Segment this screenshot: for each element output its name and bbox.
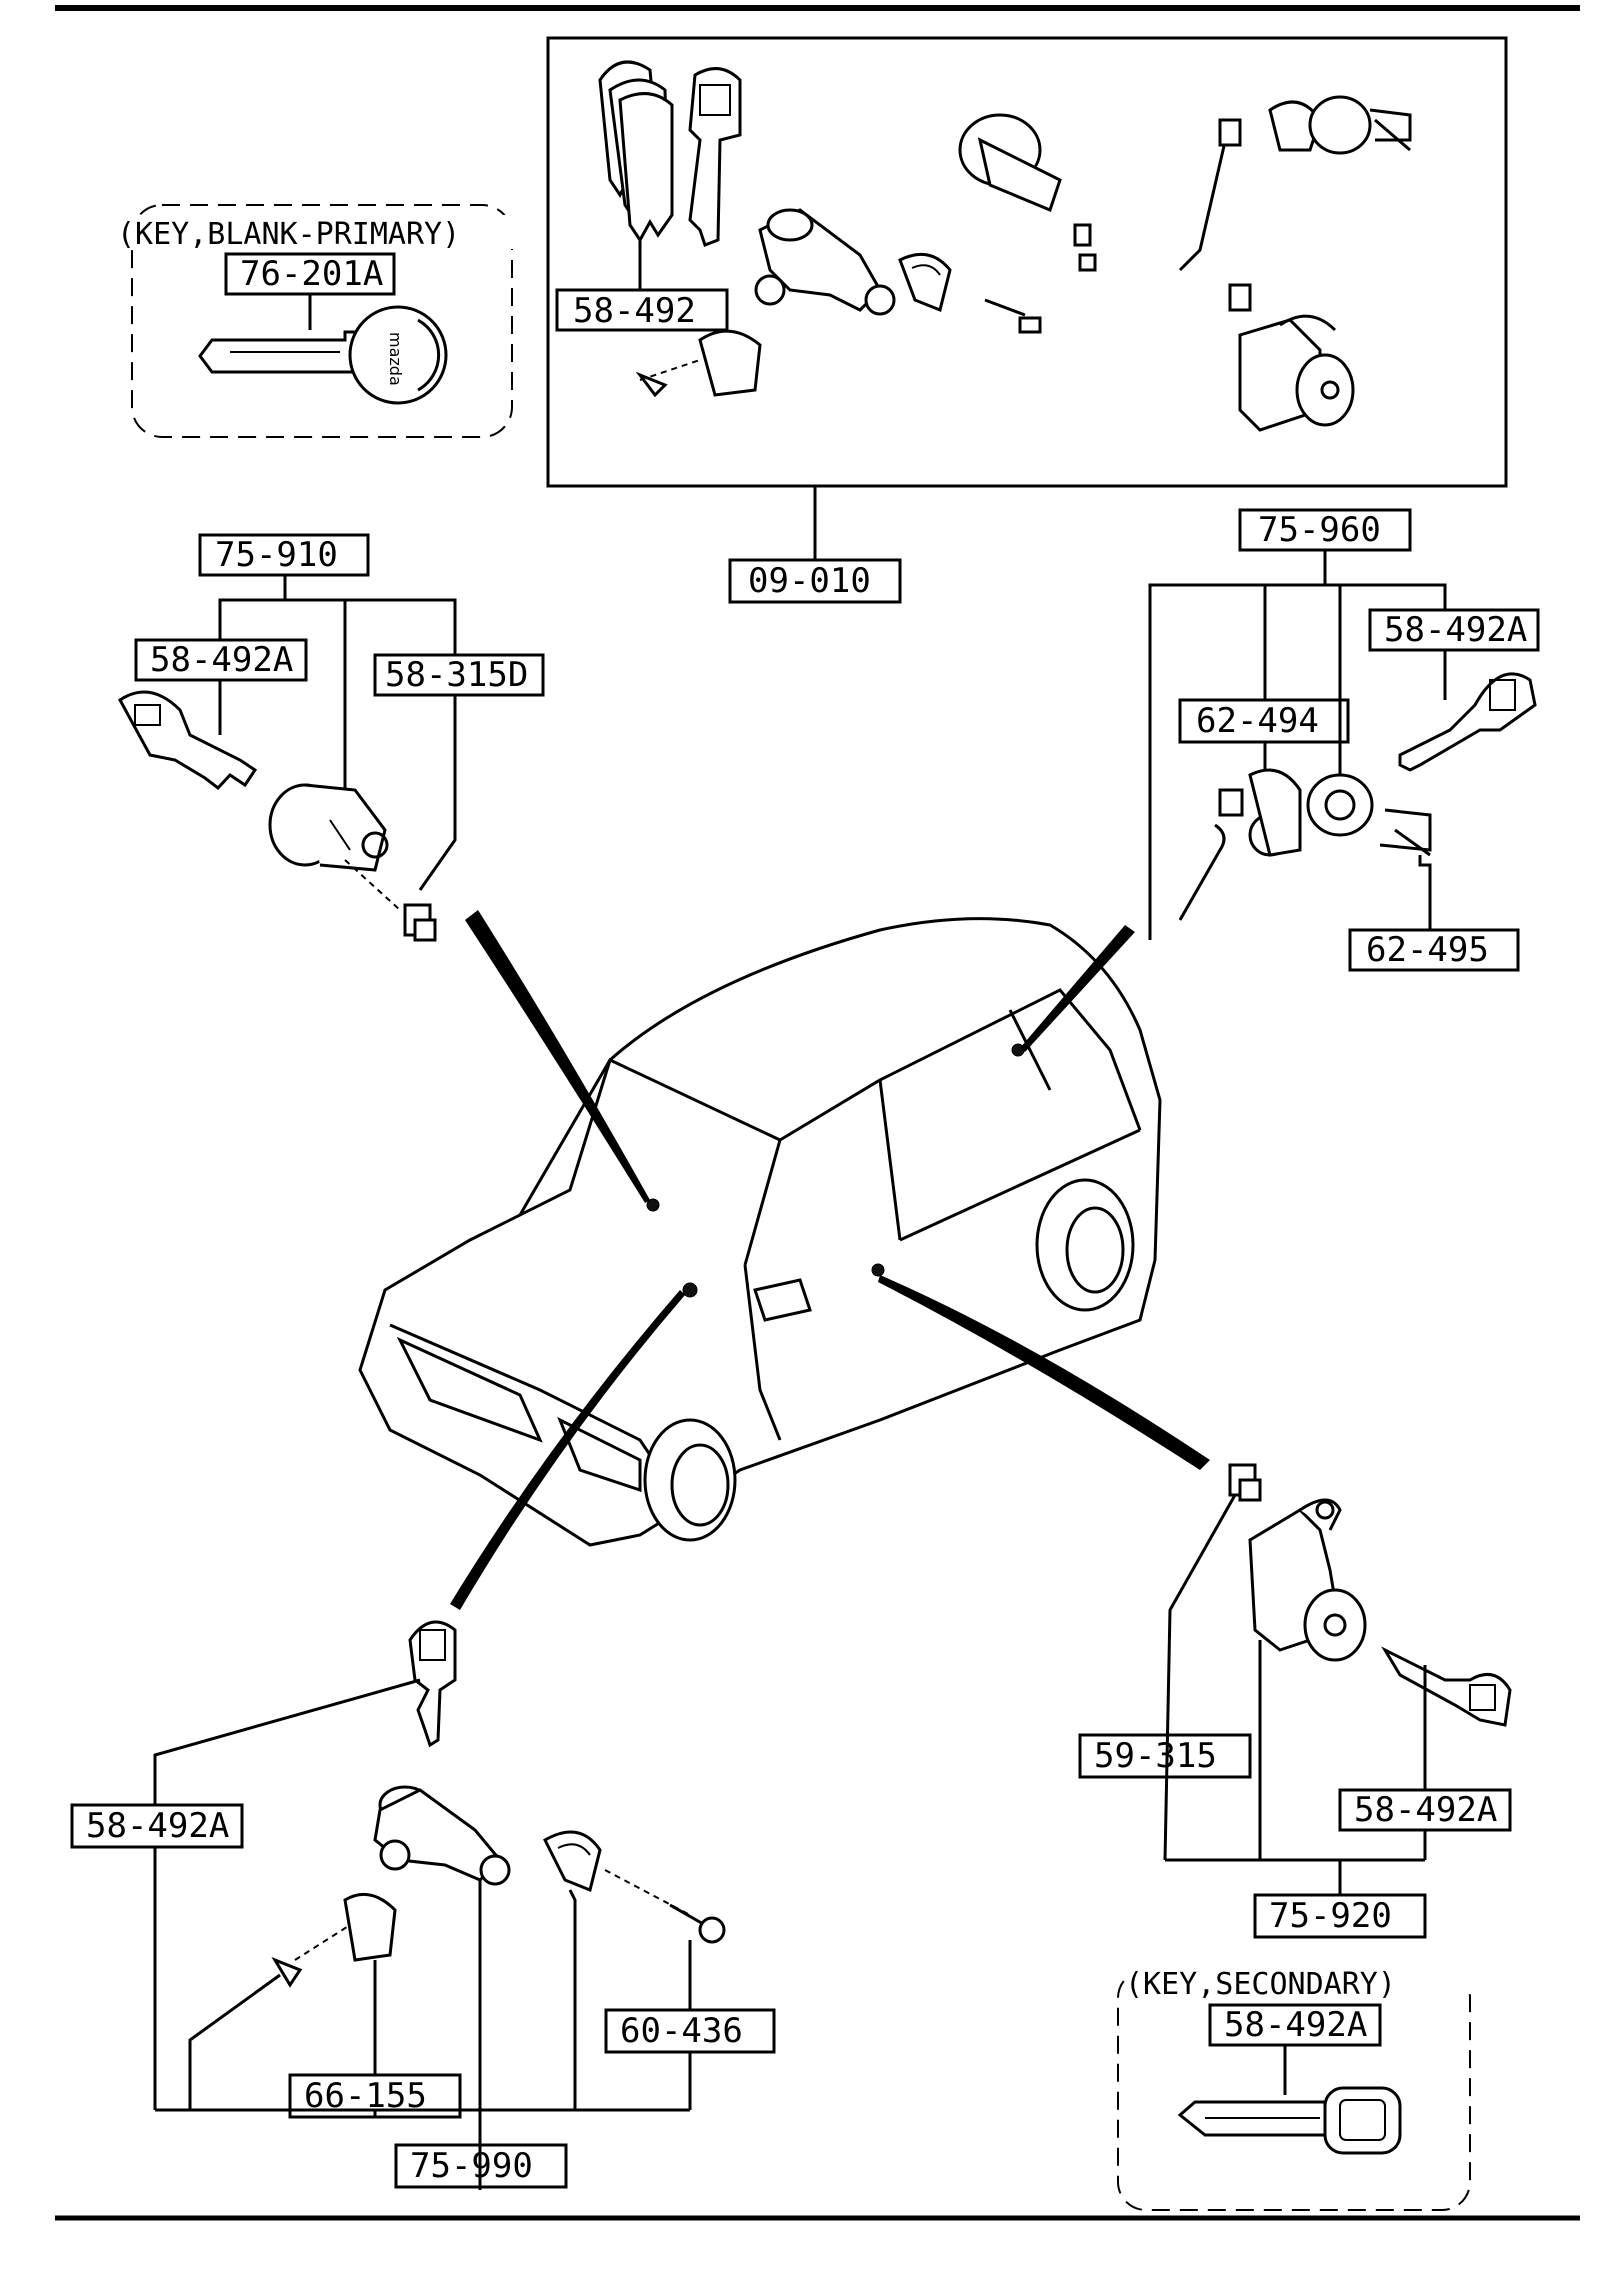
label-60-436: 60-436 [620, 2011, 743, 2051]
label-58-315D: 58-315D [385, 655, 528, 695]
kit-ignition-lock-icon [635, 208, 1042, 398]
hood-lock-group: 75-910 58-492A 58-315D [118, 533, 545, 942]
hood-lock-cylinder-icon [268, 783, 401, 911]
label-62-495: 62-495 [1366, 930, 1489, 970]
label-75-920: 75-920 [1269, 1896, 1392, 1936]
door-key-icon [1381, 1646, 1512, 1727]
label-75-990: 75-990 [410, 2146, 533, 2186]
ignition-key-icon [408, 1620, 457, 1748]
leader-hood [465, 910, 650, 1203]
label-62-494: 62-494 [1196, 701, 1319, 741]
primary-key-caption: (KEY,BLANK-PRIMARY) [117, 217, 460, 252]
ignition-marker [682, 1282, 698, 1298]
label-58-492A-ignition: 58-492A [86, 1806, 229, 1846]
kit-rear-lock-icon [1178, 95, 1412, 272]
label-59-315: 59-315 [1094, 1736, 1217, 1776]
primary-key-group: (KEY,BLANK-PRIMARY) 76-201A mazda [117, 204, 538, 438]
hood-clip-icon [403, 903, 437, 942]
label-75-910: 75-910 [215, 535, 338, 575]
leader-door [878, 1275, 1210, 1470]
kit-keys-icon [598, 60, 742, 247]
rear-lock-cylinder-icon [1178, 768, 1432, 921]
label-75-960: 75-960 [1258, 510, 1381, 550]
key-blank-icon: mazda [198, 305, 448, 405]
hood-key-icon [118, 690, 258, 791]
label-58-492A-door: 58-492A [1354, 1790, 1497, 1830]
ignition-switch-body-icon [373, 1785, 602, 1893]
label-58-492A-rear: 58-492A [1384, 610, 1527, 650]
door-lock-marker [871, 1263, 885, 1277]
label-76-201A: 76-201A [240, 254, 383, 294]
kit-door-lock-icon [1228, 283, 1355, 432]
secondary-key-icon [1177, 2086, 1402, 2155]
leader-rear [1020, 925, 1135, 1052]
hood-lock-marker [646, 1198, 660, 1212]
kit-frame [546, 36, 1508, 488]
label-58-492-kit: 58-492 [573, 291, 696, 331]
label-58-492A-secondary: 58-492A [1224, 2005, 1367, 2045]
kit-hood-lock-icon [958, 113, 1097, 272]
secondary-key-caption: (KEY,SECONDARY) [1125, 1967, 1396, 2002]
vehicle-outline [358, 917, 1162, 1547]
secondary-key-group: (KEY,SECONDARY) 58-492A [1117, 1965, 1471, 2211]
door-clip-icon [1228, 1463, 1262, 1502]
rear-key-icon [1398, 672, 1537, 772]
ignition-switch-icon [271, 1892, 397, 1988]
door-lock-group: 59-315 58-492A 75-920 [1078, 1463, 1512, 1939]
rear-lock-group: 75-960 58-492A 62-494 62-495 [1148, 508, 1540, 972]
key-logo: mazda [386, 332, 405, 386]
label-58-492A-hood: 58-492A [150, 640, 293, 680]
lock-kit-group: 58-492 [546, 36, 1508, 604]
door-lock-cylinder-icon [1248, 1498, 1367, 1662]
label-09-010: 09-010 [748, 561, 871, 601]
ignition-lock-group: 58-492A 66-155 60-436 [70, 1620, 776, 2190]
leader-ignition [450, 1290, 685, 1610]
ignition-screw-icon [604, 1869, 726, 1944]
